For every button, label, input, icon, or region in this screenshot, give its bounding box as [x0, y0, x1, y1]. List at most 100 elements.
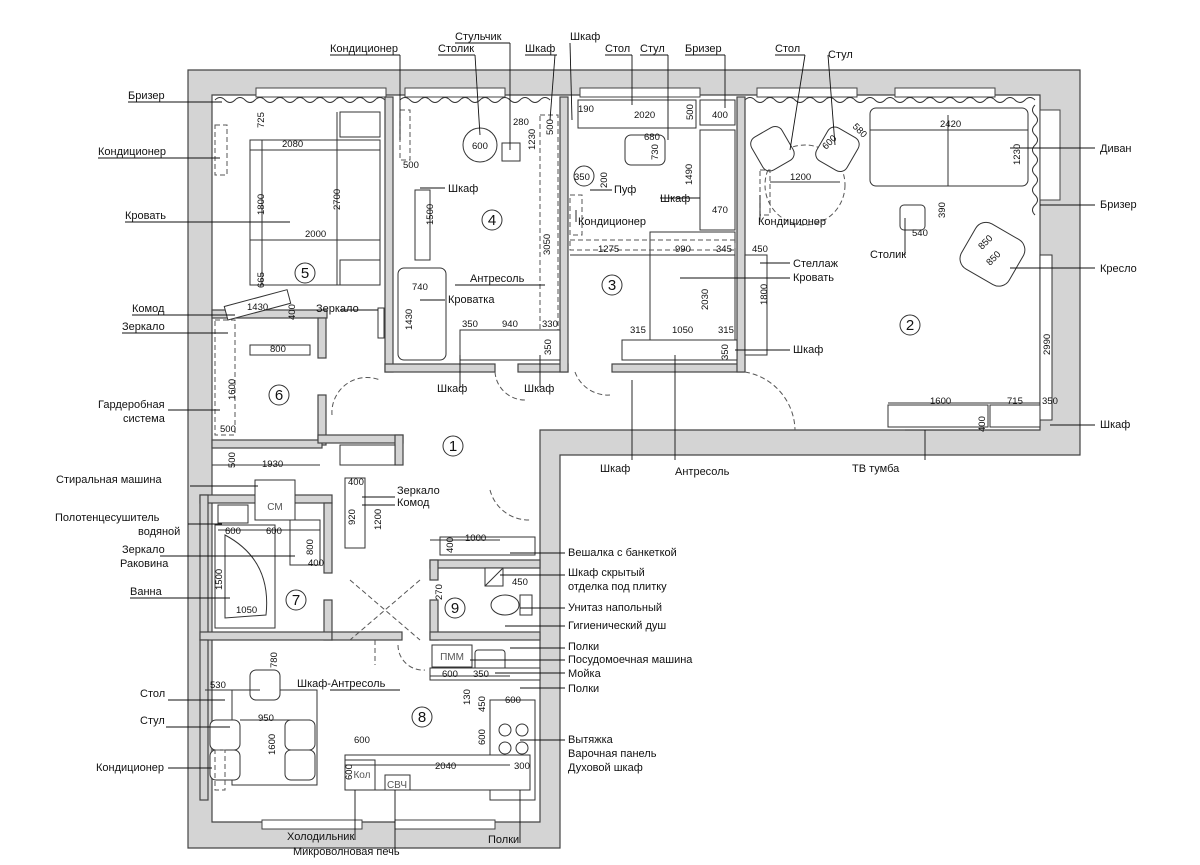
label-air-conditioner-top: Кондиционер [330, 43, 398, 55]
dim-280: 280 [513, 117, 529, 128]
label-tv-stand: ТВ тумба [852, 463, 900, 475]
room-number-3: 3 [608, 277, 616, 294]
label-bathtub: Ванна [130, 586, 163, 598]
sofa [869, 107, 1029, 187]
fridge-label: Кол [353, 770, 370, 781]
dim-1050-a: 1050 [672, 325, 693, 336]
dim-2030: 2030 [700, 289, 711, 310]
label-microwave: Микроволновая печь [293, 846, 400, 858]
dim-450-c: 450 [477, 696, 488, 712]
microwave [384, 774, 411, 791]
dim-2700: 2700 [332, 189, 343, 210]
dim-540: 540 [912, 228, 928, 239]
dim-130: 130 [462, 689, 473, 705]
dim-400-c: 400 [977, 416, 988, 432]
label-shelving: Стеллаж [793, 258, 839, 270]
dim-715: 715 [1007, 396, 1023, 407]
label-breather-left: Бризер [128, 90, 165, 102]
dim-470: 470 [712, 205, 728, 216]
label-air-conditioner-room-3: Кондиционер [578, 216, 646, 228]
dim-600-i: 600 [477, 729, 488, 745]
room-number-9: 9 [451, 600, 459, 617]
label-table-left: Стол [140, 688, 165, 700]
dim-940: 940 [502, 319, 518, 330]
dim-1800-b: 1800 [759, 284, 770, 305]
label-refrigerator: Холодильник [287, 831, 354, 843]
dimension-lines [205, 112, 1040, 766]
label-wardrobe-hall: Шкаф [600, 463, 630, 475]
label-dishwasher: Посудомоечная машина [568, 654, 693, 666]
dim-190: 190 [578, 104, 594, 115]
door-swings [331, 371, 796, 671]
label-mirror-room-5: Зеркало [316, 303, 359, 315]
dim-1200-b: 1200 [373, 509, 384, 530]
label-hidden-cabinet-2: отделка под плитку [568, 581, 667, 593]
label-cooktop: Варочная панель [568, 748, 657, 760]
dim-1000: 1000 [465, 533, 486, 544]
dim-1600-a: 1600 [930, 396, 951, 407]
room-number-7: 7 [292, 592, 300, 609]
label-wardrobe-system-1: Гардеробная [98, 399, 165, 411]
dim-200: 200 [599, 172, 610, 188]
dim-920: 920 [347, 509, 358, 525]
furniture [209, 99, 1053, 801]
label-air-conditioner-left-1: Кондиционер [98, 146, 166, 158]
dim-950: 950 [258, 713, 274, 724]
dim-270: 270 [434, 584, 445, 600]
dim-2020: 2020 [634, 110, 655, 121]
label-armchair: Кресло [1100, 263, 1137, 275]
windows [255, 87, 1061, 830]
label-air-conditioner-room-2: Кондиционер [758, 216, 826, 228]
label-wardrobe-room-4-bottom-2: Шкаф [524, 383, 554, 395]
dim-350-d: 350 [720, 344, 731, 360]
label-washing-machine: Стиральная машина [56, 474, 162, 486]
label-towel-dryer-1: Полотенцесушитель [55, 512, 160, 524]
washer-label: СМ [267, 502, 282, 513]
dim-1600-c: 1600 [267, 734, 278, 755]
label-wardrobe-mezzanine: Шкаф-Антресоль [297, 678, 386, 690]
breather-strips [214, 97, 1038, 216]
dim-350-b: 350 [462, 319, 478, 330]
label-sofa: Диван [1100, 143, 1132, 155]
pouf [573, 165, 595, 187]
dim-1500-a: 1500 [425, 204, 436, 225]
label-chair-left: Стул [140, 715, 165, 727]
label-child-chair-top: Стульчик [455, 31, 502, 43]
label-wardrobe-room-3-bottom: Шкаф [793, 344, 823, 356]
label-dresser-left: Комод [132, 303, 165, 315]
dim-390: 390 [937, 202, 948, 218]
label-wardrobe-room-4-bottom-1: Шкаф [437, 383, 467, 395]
label-bed-left: Кровать [125, 210, 166, 222]
dim-680: 680 [644, 132, 660, 143]
label-washbasin: Раковина [120, 558, 169, 570]
dim-530: 530 [210, 680, 226, 691]
right-callouts: Диван Бризер Кресло Шкаф [1100, 143, 1137, 431]
label-coffee-table: Столик [870, 249, 906, 261]
label-range-hood: Вытяжка [568, 734, 614, 746]
dim-2040: 2040 [435, 761, 456, 772]
label-mezzanine-room-4: Антресоль [470, 273, 525, 285]
dishwasher-label: ПММ [440, 652, 464, 663]
dim-800-b: 800 [305, 539, 316, 555]
washing-machine [254, 479, 296, 521]
leader-lines [98, 42, 1095, 852]
label-crib: Кроватка [448, 294, 495, 306]
dim-740: 740 [412, 282, 428, 293]
dim-315-a: 315 [630, 325, 646, 336]
label-mirror-left-2: Зеркало [122, 544, 165, 556]
desk [577, 99, 697, 129]
dim-1200-a: 1200 [790, 172, 811, 183]
dim-730: 730 [650, 144, 661, 160]
dim-3050: 3050 [542, 234, 553, 255]
dim-2420: 2420 [940, 119, 961, 130]
dim-600-h: 600 [505, 695, 521, 706]
dresser-room-5 [223, 289, 292, 321]
label-wardrobe-top-2: Шкаф [570, 31, 600, 43]
label-mirror-left-1: Зеркало [122, 321, 165, 333]
label-mezzanine-hall: Антресоль [675, 466, 730, 478]
label-pouf: Пуф [614, 184, 636, 196]
dim-400-a: 400 [287, 304, 298, 320]
dim-1430-b: 1430 [404, 309, 415, 330]
dishwasher [431, 644, 473, 668]
dim-400-f: 400 [445, 537, 456, 553]
